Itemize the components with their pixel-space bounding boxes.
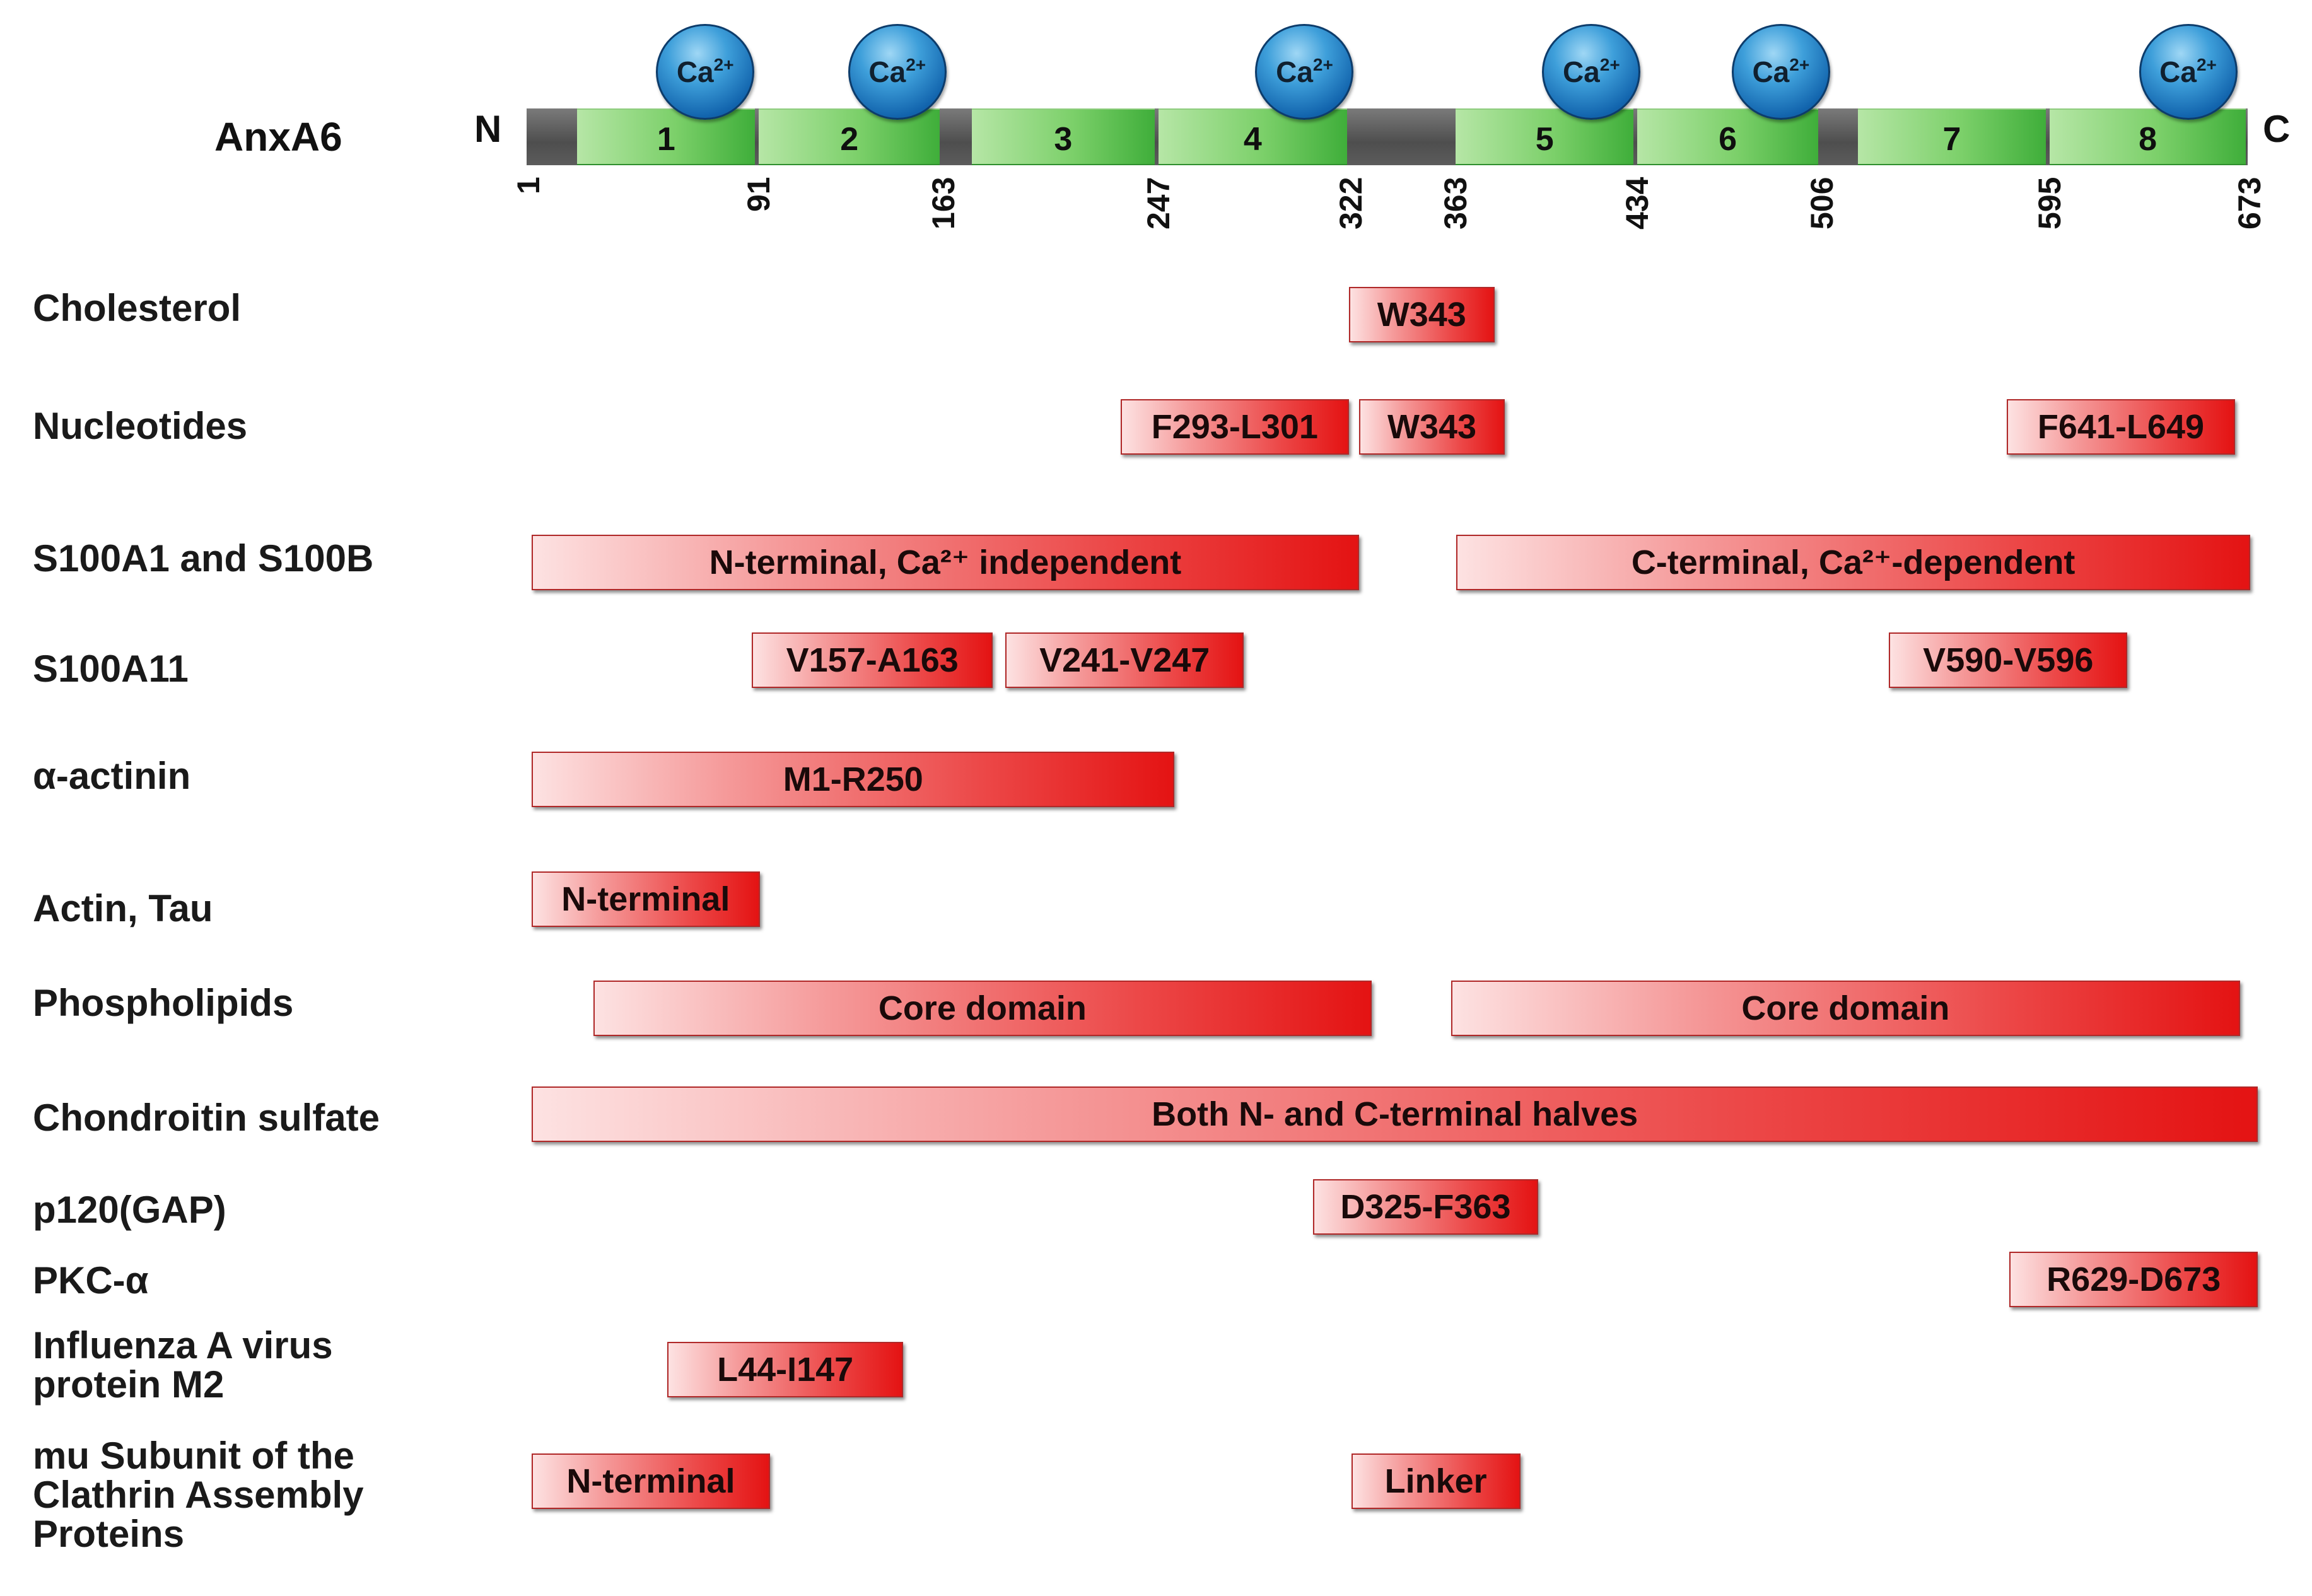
binding-partner-label: Chondroitin sulfate <box>33 1097 380 1139</box>
binding-region-bar: Linker <box>1351 1453 1521 1509</box>
c-terminus-label: C <box>2263 108 2291 150</box>
binding-partner-label: Actin, Tau <box>33 887 213 929</box>
residue-number-label: 1 <box>511 177 546 194</box>
repeat-number: 8 <box>2139 121 2157 158</box>
residue-number-label: 91 <box>741 177 777 212</box>
residue-number-label: 163 <box>925 177 961 230</box>
repeat-number: 7 <box>1942 121 1961 158</box>
calcium-ion-icon: Ca2+ <box>1542 24 1641 120</box>
residue-number-label: 363 <box>1438 177 1474 230</box>
binding-region-bar: V241-V247 <box>1005 632 1244 688</box>
binding-partner-label: α-actinin <box>33 755 191 797</box>
calcium-symbol: Ca <box>1752 55 1790 88</box>
calcium-charge: 2+ <box>1599 55 1620 74</box>
repeat-number: 2 <box>840 121 859 158</box>
binding-region-bar: D325-F363 <box>1312 1179 1539 1235</box>
binding-region-bar: Core domain <box>593 981 1372 1036</box>
calcium-ion-icon: Ca2+ <box>656 24 755 120</box>
repeat-domain-5 <box>1456 108 1634 165</box>
calcium-symbol: Ca <box>2159 55 2197 88</box>
calcium-ion-icon: Ca2+ <box>1731 24 1830 120</box>
calcium-ion-icon: Ca2+ <box>1255 24 1354 120</box>
binding-region-bar: L44-I147 <box>667 1342 903 1397</box>
repeat-number: 6 <box>1719 121 1737 158</box>
calcium-ion-icon: Ca2+ <box>2139 24 2238 120</box>
residue-number-label: 247 <box>1141 177 1176 230</box>
binding-region-bar: V157-A163 <box>752 632 993 688</box>
calcium-symbol: Ca <box>1562 55 1600 88</box>
binding-partner-label: S100A11 <box>33 648 189 690</box>
binding-region-bar: F293-L301 <box>1121 399 1349 455</box>
calcium-symbol: Ca <box>868 55 906 88</box>
binding-partner-label: Influenza A virus protein M2 <box>33 1324 333 1406</box>
repeat-domain-7 <box>1857 108 2046 165</box>
binding-region-bar: W343 <box>1348 287 1495 342</box>
binding-region-bar: R629-D673 <box>2009 1252 2258 1307</box>
repeat-number: 3 <box>1054 121 1073 158</box>
calcium-charge: 2+ <box>1312 55 1333 74</box>
calcium-symbol: Ca <box>676 55 714 88</box>
binding-partner-label: p120(GAP) <box>33 1189 226 1231</box>
residue-number-label: 673 <box>2232 177 2267 230</box>
binding-region-bar: Core domain <box>1451 981 2240 1036</box>
residue-number-label: 322 <box>1333 177 1369 230</box>
calcium-symbol: Ca <box>1276 55 1313 88</box>
binding-region-bar: Both N- and C-terminal halves <box>532 1086 2258 1142</box>
binding-region-bar: N-terminal <box>532 871 760 927</box>
repeat-domain-1 <box>577 108 756 165</box>
residue-number-label: 434 <box>1620 177 1655 230</box>
calcium-charge: 2+ <box>713 55 734 74</box>
repeat-domain-3 <box>971 108 1155 165</box>
protein-name: AnxA6 <box>214 114 342 160</box>
binding-region-bar: N-terminal, Ca²⁺ independent <box>532 535 1359 590</box>
binding-partner-label: Phospholipids <box>33 982 294 1024</box>
binding-partner-label: PKC-α <box>33 1259 149 1302</box>
calcium-ion-icon: Ca2+ <box>848 24 947 120</box>
repeat-number: 5 <box>1535 121 1554 158</box>
binding-partner-label: Nucleotides <box>33 405 248 447</box>
calcium-charge: 2+ <box>2196 55 2217 74</box>
binding-partner-label: mu Subunit of the Clathrin Assembly Prot… <box>33 1435 364 1555</box>
residue-number-label: 595 <box>2032 177 2068 230</box>
calcium-charge: 2+ <box>1789 55 1810 74</box>
n-terminus-label: N <box>474 108 502 150</box>
binding-region-bar: V590-V596 <box>1889 632 2128 688</box>
residue-number-label: 506 <box>1804 177 1840 230</box>
binding-region-bar: C-terminal, Ca²⁺-dependent <box>1456 535 2251 590</box>
binding-region-bar: W343 <box>1358 399 1505 455</box>
binding-partner-label: Cholesterol <box>33 287 242 329</box>
calcium-charge: 2+ <box>906 55 926 74</box>
binding-partner-label: S100A1 and S100B <box>33 537 374 580</box>
repeat-number: 4 <box>1243 121 1262 158</box>
binding-region-bar: N-terminal <box>532 1453 770 1509</box>
repeat-domain-8 <box>2050 108 2246 165</box>
binding-region-bar: M1-R250 <box>532 752 1175 807</box>
repeat-number: 1 <box>657 121 675 158</box>
binding-region-bar: F641-L649 <box>2007 399 2235 455</box>
